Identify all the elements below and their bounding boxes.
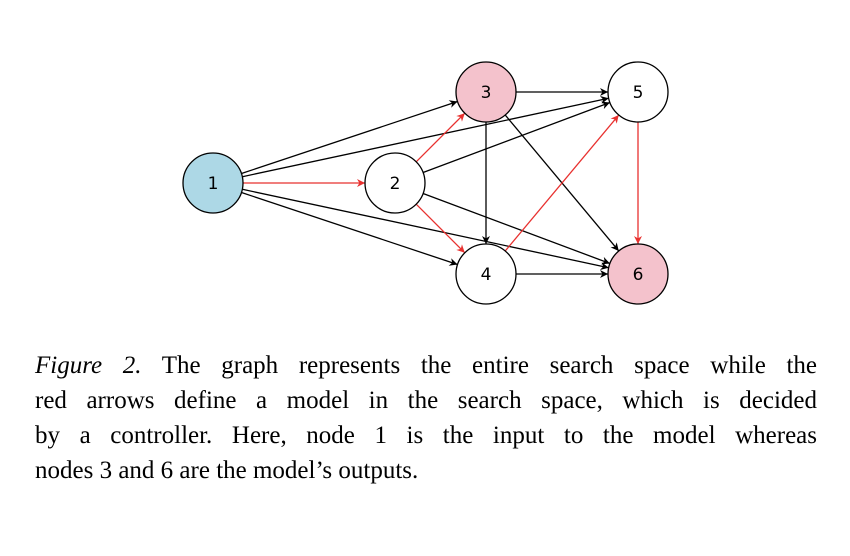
- edge-2-to-3: [415, 112, 466, 163]
- node-6-circle: [607, 243, 669, 305]
- node-4-label: 4: [481, 265, 492, 285]
- node-3-circle: [455, 61, 517, 123]
- caption-line-1: Figure 2. The graph represents the entir…: [35, 348, 817, 383]
- node-6: 6: [607, 243, 669, 305]
- edge-1-to-5: [242, 96, 609, 178]
- node-2-circle: [364, 152, 426, 214]
- node-2-label: 2: [390, 174, 401, 194]
- node-5-label: 5: [633, 83, 644, 103]
- node-1: 1: [182, 152, 244, 214]
- edge-1-to-4: [241, 191, 458, 266]
- node-2: 2: [364, 152, 426, 214]
- search-space-graph: 1 2 3 4 5 6: [182, 61, 669, 305]
- node-3-label: 3: [481, 83, 492, 103]
- node-4-circle: [455, 243, 517, 305]
- edge-2-to-4: [415, 203, 466, 254]
- caption-line-2: red arrows define a model in the search …: [35, 387, 817, 414]
- node-1-circle: [182, 152, 244, 214]
- edge-1-to-6: [242, 188, 609, 270]
- node-5: 5: [607, 61, 669, 123]
- node-1-label: 1: [208, 174, 219, 194]
- edge-2-to-5: [422, 101, 611, 174]
- node-6-label: 6: [633, 265, 644, 285]
- node-3: 3: [455, 61, 517, 123]
- nodes: 1 2 3 4 5 6: [182, 61, 669, 305]
- edge-1-to-3: [241, 100, 458, 175]
- figure-caption: Figure 2. The graph represents the entir…: [35, 348, 817, 488]
- node-5-circle: [607, 61, 669, 123]
- caption-line-4: nodes 3 and 6 are the model’s outputs.: [35, 457, 419, 484]
- caption-line-3: by a controller. Here, node 1 is the inp…: [35, 422, 817, 449]
- edges: [241, 88, 642, 278]
- edge-4-to-5: [504, 114, 620, 252]
- edge-2-to-6: [422, 192, 611, 265]
- node-4: 4: [455, 243, 517, 305]
- caption-lead: Figure 2.: [35, 352, 142, 379]
- caption-line-1-text: The graph represents the entire search s…: [141, 352, 817, 379]
